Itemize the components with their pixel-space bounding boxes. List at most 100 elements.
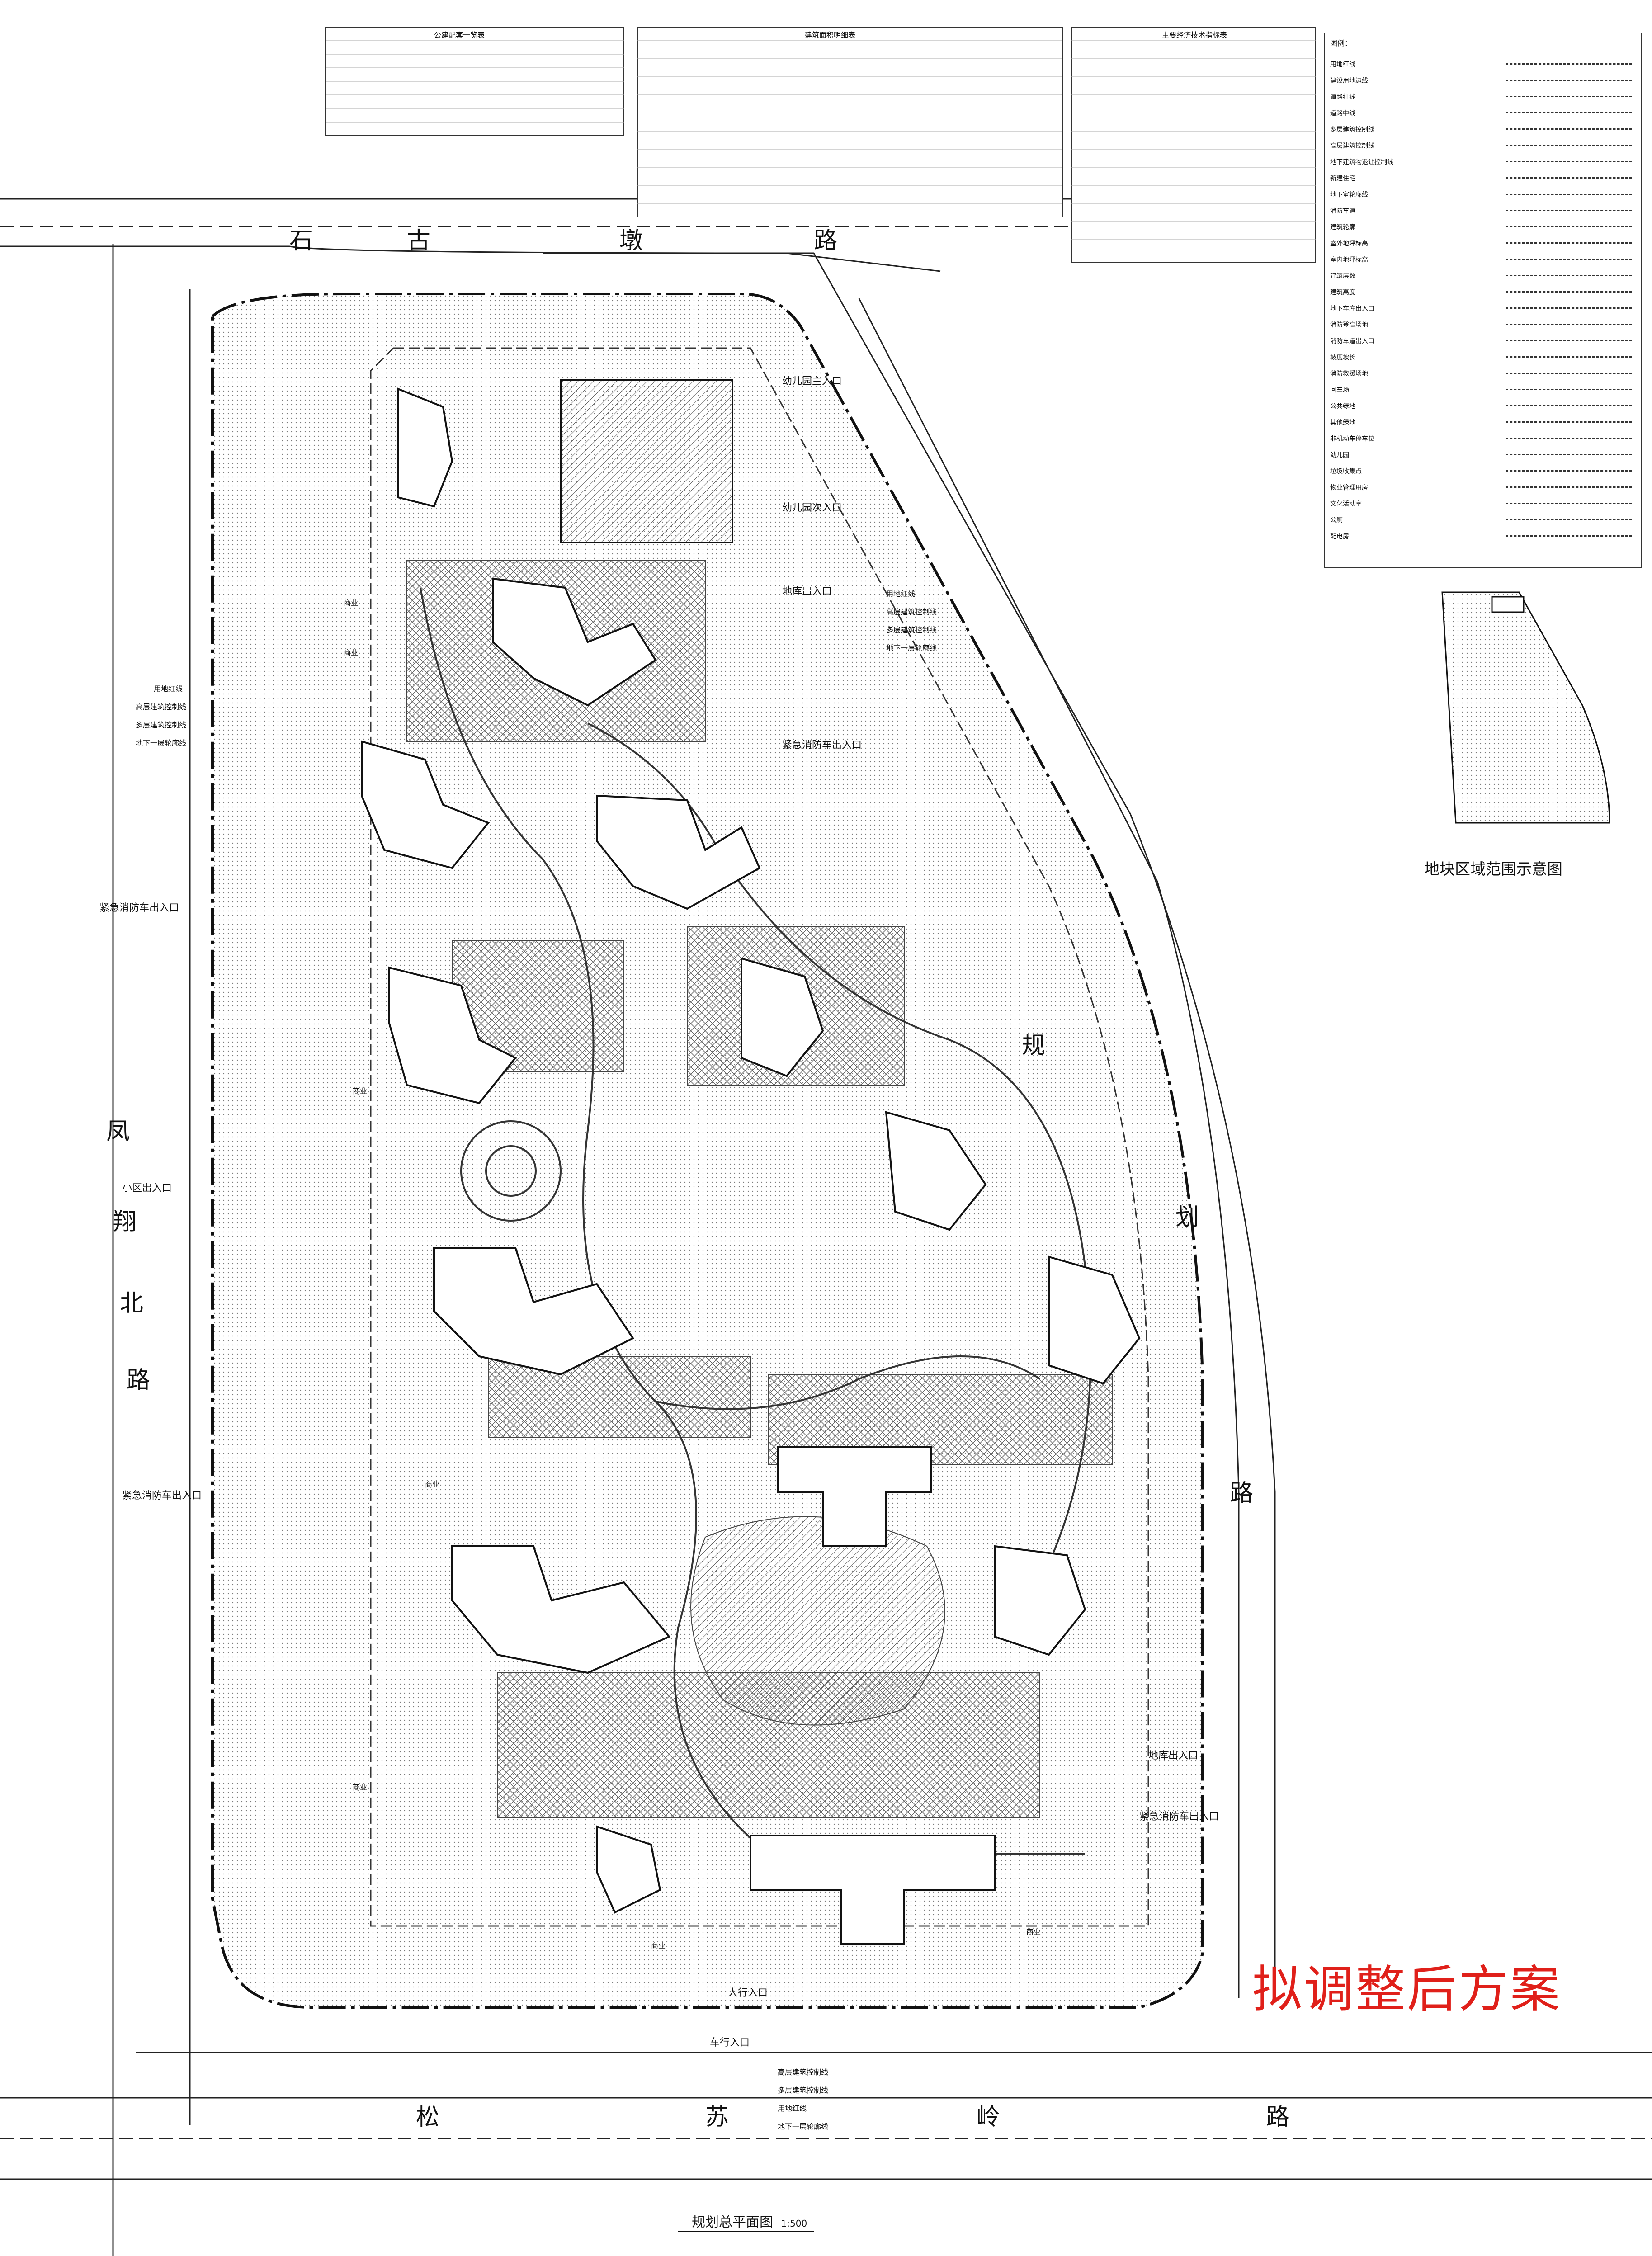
legend-item: 用地红线 <box>1325 52 1641 77</box>
inset-map <box>1441 591 1610 824</box>
legend-item: 建筑高度 <box>1325 279 1641 305</box>
underground-outline-label: 地下一层轮廓线 <box>136 739 187 747</box>
road-left-char: 北 <box>120 1290 144 1317</box>
legend-item: 建设用地边线 <box>1325 68 1641 93</box>
emergency-fire-left-upper-label: 紧急消防车出入口 <box>99 902 179 914</box>
road-top-char: 古 <box>407 227 431 255</box>
building-11 <box>994 1545 1086 1656</box>
road-bottom-char: 岭 <box>977 2104 1001 2131</box>
building-13 <box>596 1825 661 1914</box>
table-right-title: 主要经济技术指标表 <box>1162 31 1227 39</box>
legend-item: 消防登高场地 <box>1325 312 1641 337</box>
road-lines <box>0 198 1652 2256</box>
building-10 <box>777 1446 932 1547</box>
commercial-label: 商业 <box>353 1783 368 1792</box>
road-top-char: 石 <box>289 227 313 255</box>
road-left-char: 路 <box>127 1367 151 1394</box>
legend-item: 室外地坪标高 <box>1325 231 1641 256</box>
legend-item: 消防救援场地 <box>1325 361 1641 386</box>
kindergarten-secondary-entrance-label: 幼儿园次入口 <box>782 502 842 514</box>
legend-item: 公共绿地 <box>1325 393 1641 419</box>
legend-item: 高层建筑控制线 <box>1325 133 1641 158</box>
legend-item: 建筑轮廓 <box>1325 214 1641 240</box>
commercial-label: 商业 <box>425 1480 440 1489</box>
underground-outline-label: 地下一层轮廓线 <box>778 2122 829 2131</box>
legend-item: 道路红线 <box>1325 84 1641 109</box>
building-12 <box>451 1545 671 1674</box>
road-top-char: 路 <box>814 227 838 255</box>
legend-item: 回车场 <box>1325 377 1641 402</box>
multi-story-control-label: 多层建筑控制线 <box>886 626 937 634</box>
legend-item: 坡度坡长 <box>1325 345 1641 370</box>
legend-item: 地下车库出入口 <box>1325 296 1641 321</box>
building-2 <box>492 577 657 707</box>
table-mid <box>637 27 1063 217</box>
red-line-label: 用地红线 <box>778 2104 807 2113</box>
commercial-label: 商业 <box>651 1941 666 1950</box>
road-bottom-char: 松 <box>416 2104 440 2131</box>
drawing-title: 规划总平面图 1:500 <box>692 2211 807 2231</box>
road-top-char: 墩 <box>619 227 643 255</box>
road-left-char: 翔 <box>113 1208 137 1236</box>
road-right-char: 规 <box>1022 1032 1046 1059</box>
kindergarten <box>560 379 733 543</box>
road-left-char: 凤 <box>106 1118 130 1145</box>
garage-entrance-right-label: 地库出入口 <box>1148 1750 1199 1761</box>
table-grid <box>326 40 1316 240</box>
inset-title: 地块区域范围示意图 <box>1424 860 1562 878</box>
table-right <box>1071 27 1316 263</box>
red-line-label: 用地红线 <box>886 590 916 598</box>
legend-item: 多层建筑控制线 <box>1325 117 1641 142</box>
building-control-line <box>370 347 1149 1927</box>
red-line-label: 用地红线 <box>154 684 183 693</box>
building-6 <box>741 957 824 1077</box>
vehicle-entrance-label: 车行入口 <box>710 2037 750 2048</box>
legend-item: 建筑层数 <box>1325 263 1641 288</box>
commercial-label: 商业 <box>1026 1928 1041 1936</box>
drawing-scale: 1:500 <box>781 2218 807 2229</box>
building-5 <box>388 966 517 1104</box>
emergency-fire-left-lower-label: 紧急消防车出入口 <box>122 1490 202 1501</box>
emergency-fire-right-label: 紧急消防车出入口 <box>1139 1811 1219 1822</box>
building-7 <box>885 1111 987 1231</box>
legend-panel: 图例： 用地红线 建设用地边线 道路红线 道路中线 多层建筑控制线 高层建筑控制… <box>1324 33 1642 568</box>
multi-story-control-label: 多层建筑控制线 <box>136 721 187 729</box>
legend-title: 图例： <box>1330 39 1352 47</box>
pedestrian-entrance-label: 人行入口 <box>728 1987 768 1999</box>
table-left-title: 公建配套一览表 <box>434 31 485 39</box>
residential-buildings <box>361 379 1141 1945</box>
multi-story-control-label: 多层建筑控制线 <box>778 2086 829 2095</box>
legend-item: 公厕 <box>1325 507 1641 533</box>
legend-item: 非机动车停车位 <box>1325 426 1641 451</box>
legend-item: 垃圾收集点 <box>1325 458 1641 484</box>
legend-item: 地下建筑物退让控制线 <box>1325 149 1641 175</box>
high-rise-control-label: 高层建筑控制线 <box>778 2068 829 2077</box>
drawing-title-text: 规划总平面图 <box>692 2214 773 2230</box>
building-4 <box>596 794 761 910</box>
road-right-char: 划 <box>1175 1204 1199 1231</box>
legend-item: 配电房 <box>1325 524 1641 549</box>
commercial-label: 商业 <box>353 1087 368 1095</box>
legend-item: 物业管理用房 <box>1325 475 1641 500</box>
underground-outline-label: 地下一层轮廓线 <box>886 644 937 652</box>
garage-entrance-top-label: 地库出入口 <box>782 586 832 597</box>
building-1 <box>397 387 453 508</box>
high-rise-control-label: 高层建筑控制线 <box>136 703 187 711</box>
legend-item: 幼儿园 <box>1325 442 1641 467</box>
legend-item: 消防车道出入口 <box>1325 328 1641 354</box>
kindergarten-main-entrance-label: 幼儿园主入口 <box>782 376 842 387</box>
emergency-fire-top-label: 紧急消防车出入口 <box>782 740 862 751</box>
legend-item: 新建住宅 <box>1325 165 1641 191</box>
legend-item: 道路中线 <box>1325 100 1641 126</box>
high-rise-control-label: 高层建筑控制线 <box>886 608 937 616</box>
table-mid-title: 建筑面积明细表 <box>805 31 856 39</box>
scheme-note: 拟调整后方案 <box>1252 1960 1562 2018</box>
road-bottom-char: 路 <box>1266 2104 1290 2131</box>
building-14 <box>750 1835 996 1945</box>
road-bottom-char: 苏 <box>705 2104 729 2131</box>
internal-roads <box>420 587 1092 1855</box>
community-entrance-label: 小区出入口 <box>122 1183 172 1194</box>
road-right-char: 路 <box>1230 1480 1254 1507</box>
building-8 <box>433 1247 634 1376</box>
